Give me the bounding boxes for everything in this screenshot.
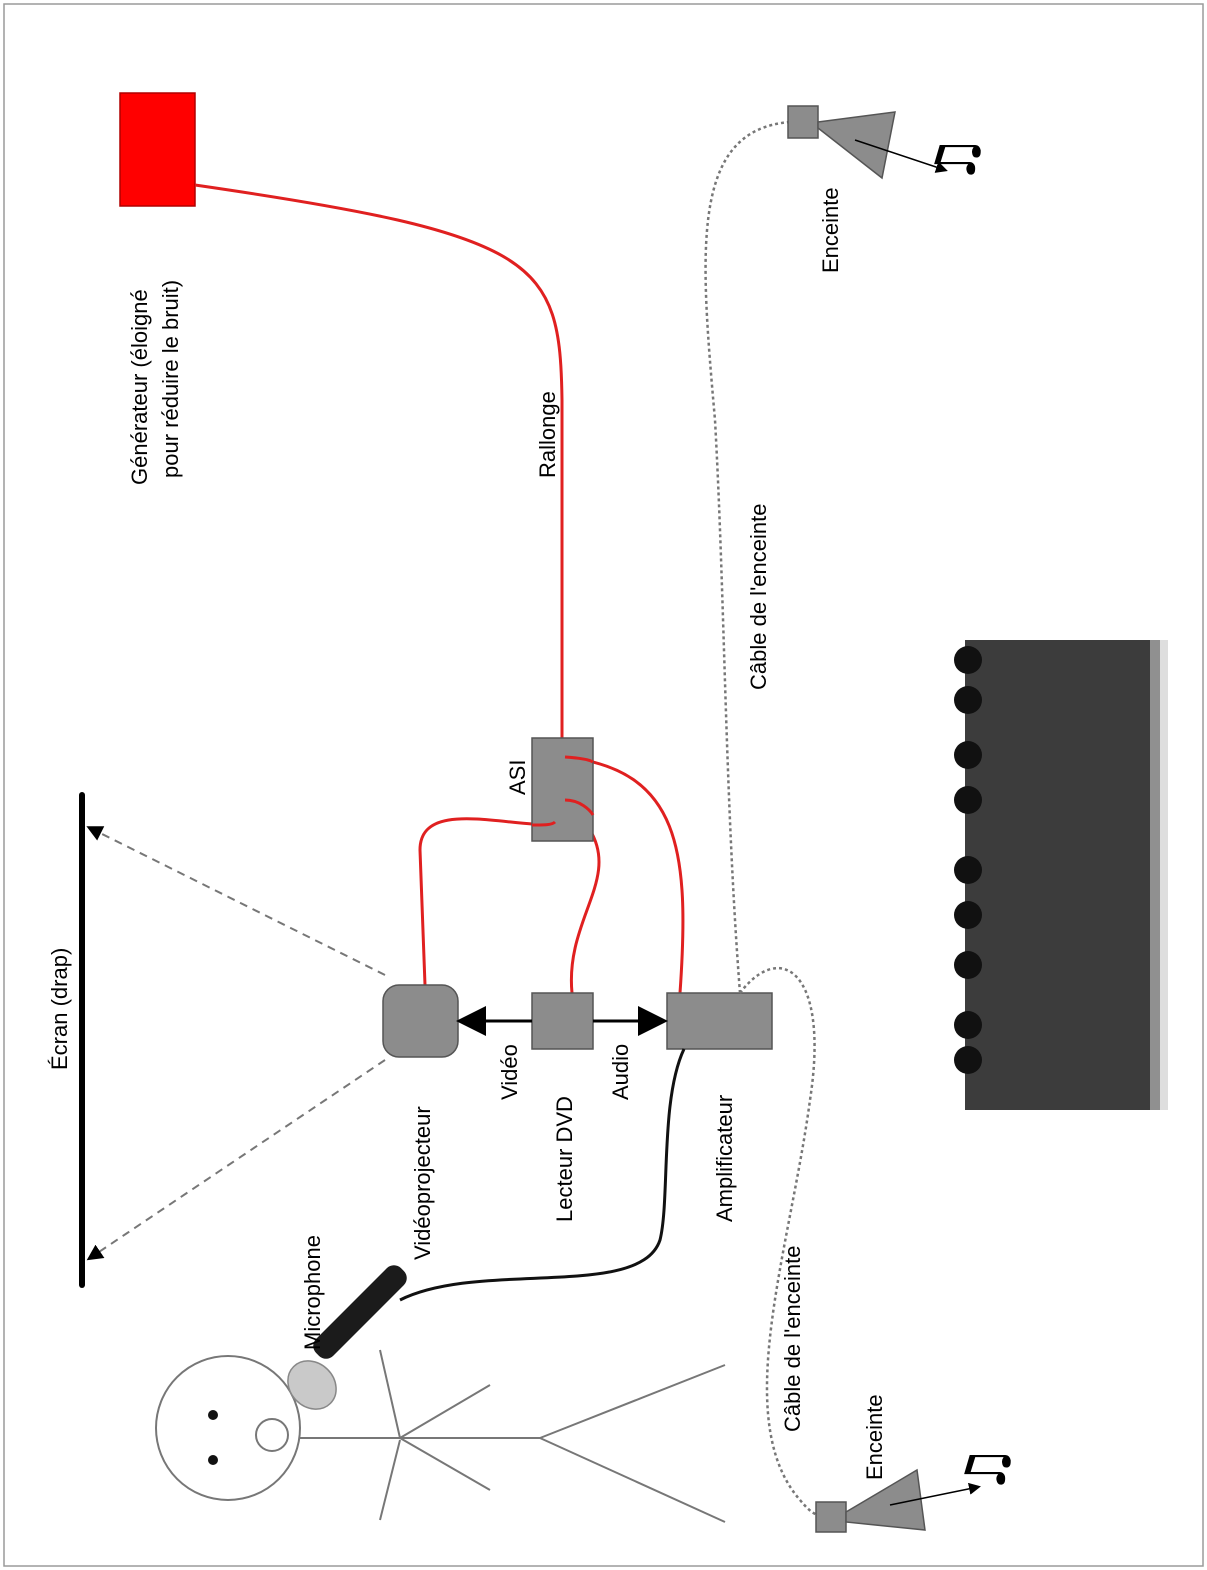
label-audio: Audio — [608, 1044, 633, 1100]
generator — [119, 92, 196, 207]
label-enceinte-bottom: Enceinte — [862, 1394, 887, 1480]
power-cable-amp — [564, 755, 685, 994]
crowd-silhouette — [954, 640, 1168, 1110]
video-projector — [382, 984, 459, 1058]
music-note-icon-top: ♫ — [924, 135, 989, 185]
music-note-icon-bottom: ♫ — [954, 1445, 1019, 1495]
label-cable-enceinte-top: Câble de l'enceinte — [746, 504, 771, 690]
dvd-player — [531, 992, 594, 1050]
label-amplificateur: Amplificateur — [712, 1095, 737, 1222]
label-asi: ASI — [505, 760, 530, 795]
label-video: Vidéo — [497, 1044, 522, 1100]
speaker-bottom — [815, 1468, 981, 1533]
speaker-top — [787, 105, 948, 180]
stick-figure — [155, 1349, 726, 1523]
label-ecran: Écran (drap) — [47, 948, 72, 1070]
power-cable-rallonge — [194, 183, 564, 738]
label-cable-enceinte-bottom: Câble de l'enceinte — [780, 1246, 805, 1432]
label-lecteur-dvd: Lecteur DVD — [552, 1096, 577, 1222]
label-enceinte-top: Enceinte — [818, 187, 843, 273]
label-generateur-line1: Générateur (éloigné — [127, 289, 152, 485]
label-videoprojecteur: Vidéoprojecteur — [410, 1106, 435, 1260]
speaker-cable-top — [704, 120, 791, 994]
speaker-cable-bottom — [739, 966, 821, 1517]
label-microphone: Microphone — [300, 1235, 325, 1350]
microphone-cable — [399, 1048, 686, 1302]
projection-ray-bottom — [86, 1059, 386, 1261]
amplifier — [666, 992, 773, 1050]
label-rallonge: Rallonge — [535, 391, 560, 478]
projection-ray-top — [86, 826, 386, 976]
power-cable-projector — [418, 817, 553, 986]
microphone-icon — [287, 1265, 407, 1410]
label-generateur-line2: pour réduire le bruit) — [158, 280, 183, 478]
